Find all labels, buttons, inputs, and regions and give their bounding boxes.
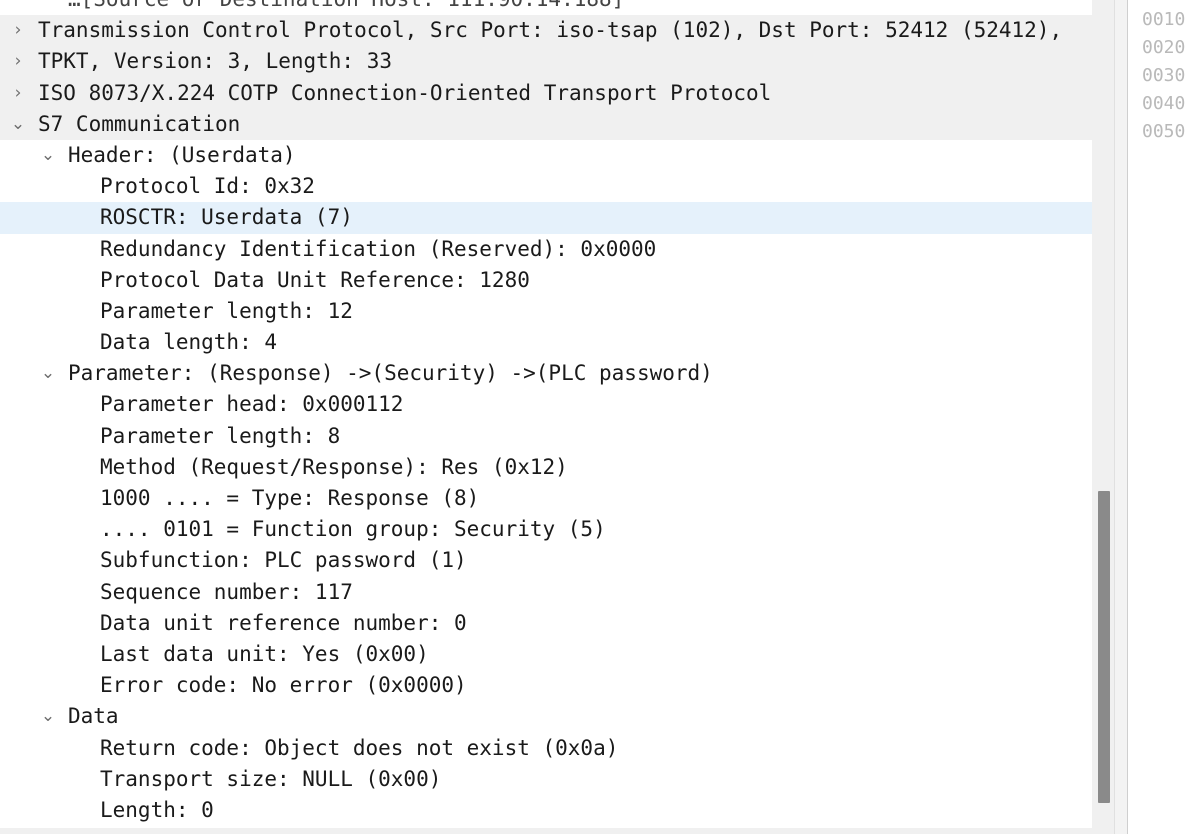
chevron-down-icon[interactable]: ⌄: [40, 706, 56, 727]
hex-dump-pane[interactable]: 0010 0020 0030 0040 0050: [1128, 0, 1200, 834]
tree-row-rosctr[interactable]: ROSCTR: Userdata (7): [0, 202, 1092, 234]
chevron-down-icon[interactable]: ⌄: [10, 113, 26, 134]
tree-row-header-data-length[interactable]: Data length: 4: [0, 327, 1092, 358]
tree-row-label: …[Source or Destination Host: 111.90.14.…: [68, 0, 624, 15]
tree-row-function-group[interactable]: .... 0101 = Function group: Security (5): [0, 514, 1092, 545]
hex-offset: 0040: [1142, 93, 1186, 114]
tree-row-label: ROSCTR: Userdata (7): [100, 205, 353, 230]
tree-row-label: Transport size: NULL (0x00): [100, 766, 442, 791]
tree-row-data[interactable]: ⌄ Data: [0, 701, 1092, 732]
tree-row-redundancy-identification[interactable]: Redundancy Identification (Reserved): 0x…: [0, 234, 1092, 265]
tree-row-label: TPKT, Version: 3, Length: 33: [38, 49, 393, 74]
hex-offset: 0050: [1142, 121, 1186, 142]
tree-row-label: Parameter length: 8: [100, 423, 341, 448]
tree-row-header[interactable]: ⌄ Header: (Userdata): [0, 140, 1092, 171]
tree-row-error-code[interactable]: Error code: No error (0x0000): [0, 670, 1092, 701]
horizontal-scrollbar-edge[interactable]: [0, 828, 1092, 834]
tree-row-label: Data: [68, 704, 119, 729]
tree-row-label: Data unit reference number: 0: [100, 610, 467, 635]
tree-row-label: Sequence number: 117: [100, 579, 353, 604]
tree-row-parameter-length[interactable]: Parameter length: 8: [0, 421, 1092, 452]
tree-row-subfunction[interactable]: Subfunction: PLC password (1): [0, 545, 1092, 576]
tree-row-cotp[interactable]: › ISO 8073/X.224 COTP Connection-Oriente…: [0, 77, 1092, 109]
tree-row-label: ISO 8073/X.224 COTP Connection-Oriented …: [38, 80, 772, 105]
tree-row-last-data-unit[interactable]: Last data unit: Yes (0x00): [0, 639, 1092, 670]
tree-row-label: Redundancy Identification (Reserved): 0x…: [100, 236, 657, 261]
tree-row-label: Transmission Control Protocol, Src Port:…: [38, 18, 1063, 43]
chevron-right-icon[interactable]: ›: [14, 51, 22, 72]
tree-row-label: Header: (Userdata): [68, 142, 296, 167]
chevron-down-icon[interactable]: ⌄: [40, 144, 56, 165]
tree-row-label: Parameter head: 0x000112: [100, 392, 404, 417]
tree-row-parameter-head[interactable]: Parameter head: 0x000112: [0, 389, 1092, 420]
tree-row-label: .... 0101 = Function group: Security (5): [100, 517, 606, 542]
tree-row-label: Error code: No error (0x0000): [100, 673, 467, 698]
tree-row-label: Parameter: (Response) ->(Security) ->(PL…: [68, 361, 713, 386]
tree-row-type[interactable]: 1000 .... = Type: Response (8): [0, 483, 1092, 514]
tree-row-label: Subfunction: PLC password (1): [100, 548, 467, 573]
tree-row-label: Last data unit: Yes (0x00): [100, 641, 429, 666]
tree-row-label: Parameter length: 12: [100, 298, 353, 323]
packet-details-pane[interactable]: …[Source or Destination Host: 111.90.14.…: [0, 0, 1092, 834]
tree-row-sequence-number[interactable]: Sequence number: 117: [0, 577, 1092, 608]
tree-row-host-clipped[interactable]: …[Source or Destination Host: 111.90.14.…: [0, 0, 1092, 15]
hex-offset: 0010: [1142, 9, 1186, 30]
tree-row-header-parameter-length[interactable]: Parameter length: 12: [0, 296, 1092, 327]
tree-row-label: Protocol Data Unit Reference: 1280: [100, 267, 530, 292]
tree-row-label: Data length: 4: [100, 330, 278, 355]
tree-row-tpkt[interactable]: › TPKT, Version: 3, Length: 33: [0, 46, 1092, 78]
tree-row-transport-size[interactable]: Transport size: NULL (0x00): [0, 764, 1092, 795]
tree-row-label: Method (Request/Response): Res (0x12): [100, 454, 568, 479]
tree-row-parameter[interactable]: ⌄ Parameter: (Response) ->(Security) ->(…: [0, 358, 1092, 389]
chevron-right-icon[interactable]: ›: [14, 20, 22, 41]
packet-details-tree: …[Source or Destination Host: 111.90.14.…: [0, 0, 1092, 826]
tree-row-s7-communication[interactable]: ⌄ S7 Communication: [0, 108, 1092, 140]
pane-splitter[interactable]: [1114, 0, 1128, 834]
tree-row-tcp[interactable]: › Transmission Control Protocol, Src Por…: [0, 15, 1092, 47]
tree-row-label: Length: 0: [100, 797, 214, 822]
chevron-right-icon[interactable]: ›: [14, 82, 22, 103]
tree-row-label: S7 Communication: [38, 111, 241, 136]
tree-row-method[interactable]: Method (Request/Response): Res (0x12): [0, 452, 1092, 483]
scrollbar-thumb[interactable]: [1098, 491, 1110, 803]
tree-row-pdu-reference[interactable]: Protocol Data Unit Reference: 1280: [0, 265, 1092, 296]
tree-row-label: Protocol Id: 0x32: [100, 174, 315, 199]
tree-row-label: 1000 .... = Type: Response (8): [100, 486, 480, 510]
vertical-scrollbar[interactable]: [1092, 0, 1114, 834]
tree-row-data-unit-reference[interactable]: Data unit reference number: 0: [0, 608, 1092, 639]
tree-row-label: Return code: Object does not exist (0x0a…: [100, 735, 619, 760]
tree-row-return-code[interactable]: Return code: Object does not exist (0x0a…: [0, 733, 1092, 764]
tree-row-protocol-id[interactable]: Protocol Id: 0x32: [0, 171, 1092, 202]
hex-offset: 0030: [1142, 65, 1186, 86]
chevron-down-icon[interactable]: ⌄: [40, 363, 56, 384]
tree-row-length[interactable]: Length: 0: [0, 795, 1092, 826]
hex-offset: 0020: [1142, 37, 1186, 58]
